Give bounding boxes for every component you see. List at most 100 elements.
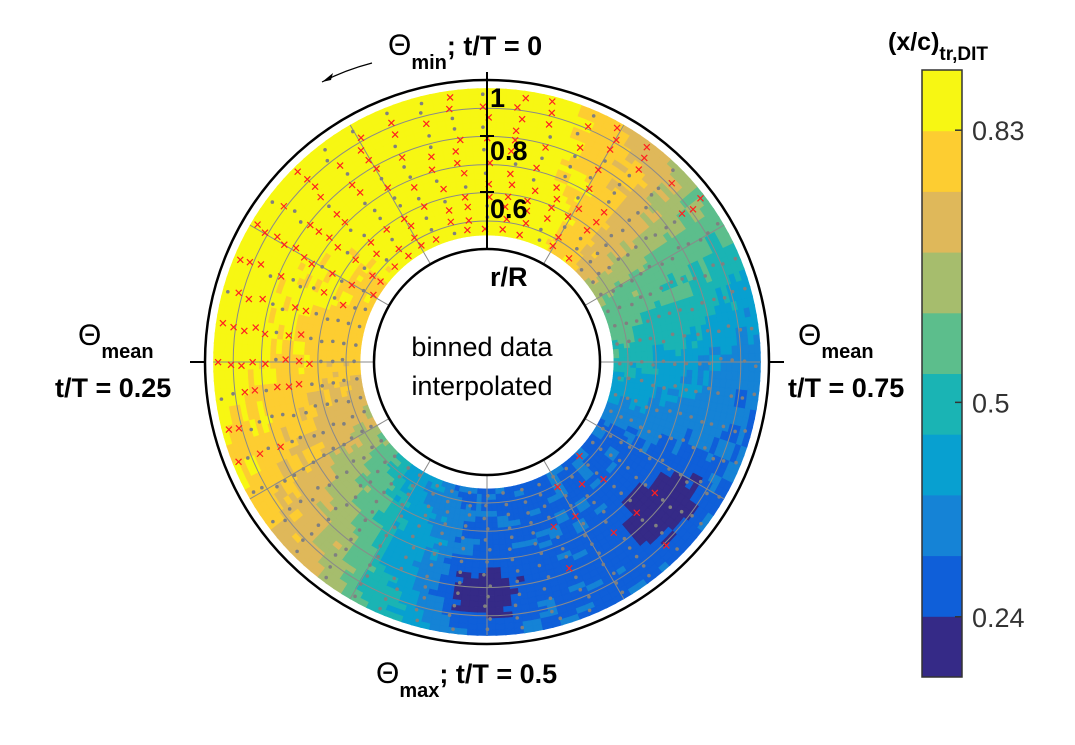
gray-dot-marker (368, 563, 372, 567)
gray-dot-marker (220, 397, 224, 401)
gray-dot-marker (417, 524, 421, 528)
gray-dot-marker (270, 415, 274, 419)
gray-dot-marker (347, 400, 351, 404)
gray-dot-marker (370, 446, 374, 450)
gray-dot-marker (453, 232, 457, 236)
gray-dot-marker (358, 325, 362, 329)
gray-dot-marker (314, 404, 318, 408)
gray-dot-marker (430, 228, 434, 232)
gray-dot-marker (342, 379, 346, 383)
gray-dot-marker (323, 148, 327, 152)
gray-dot-marker (400, 503, 404, 507)
gray-dot-marker (380, 177, 384, 181)
gray-dot-marker (420, 102, 424, 106)
gray-dot-marker (252, 490, 256, 494)
gray-dot-marker (345, 503, 349, 507)
gray-dot-marker (376, 555, 380, 559)
gray-dot-marker (266, 446, 270, 450)
gray-dot-marker (310, 382, 314, 386)
gray-dot-marker (319, 360, 323, 364)
gray-dot-marker (345, 470, 349, 474)
gray-dot-marker (327, 204, 331, 208)
gray-dot-marker (317, 523, 321, 527)
gray-dot-marker (435, 484, 439, 488)
gray-dot-marker (342, 443, 346, 447)
gray-dot-marker (431, 492, 435, 496)
gray-dot-marker (226, 290, 230, 294)
gray-dot-marker (335, 399, 339, 403)
gray-dot-marker (392, 577, 396, 581)
gray-dot-marker (411, 484, 415, 488)
gray-dot-marker (393, 196, 397, 200)
gray-dot-marker (302, 467, 306, 471)
gray-dot-marker (415, 608, 419, 612)
gray-dot-marker (281, 307, 285, 311)
gray-dot-marker (298, 436, 302, 440)
gray-dot-marker (327, 518, 331, 522)
gray-dot-marker (411, 535, 415, 539)
gray-dot-marker (312, 286, 316, 290)
gray-dot-marker (415, 619, 419, 623)
gray-dot-marker (398, 204, 402, 208)
gray-dot-marker (373, 209, 377, 213)
gray-dot-marker (342, 422, 346, 426)
gray-dot-marker (438, 542, 442, 546)
gray-dot-marker (346, 251, 350, 255)
gray-dot-marker (301, 538, 305, 542)
gray-dot-marker (443, 200, 447, 204)
gray-dot-marker (371, 510, 375, 514)
gray-dot-marker (407, 492, 411, 496)
gray-dot-marker (320, 384, 324, 388)
gray-dot-marker (299, 500, 303, 504)
gray-dot-marker (299, 285, 303, 289)
gray-dot-marker (398, 475, 402, 479)
gray-dot-marker (354, 495, 358, 499)
gray-dot-marker (384, 597, 388, 601)
gray-dot-marker (326, 317, 330, 321)
gray-dot-marker (424, 585, 428, 589)
gray-dot-marker (365, 574, 369, 578)
gray-dot-marker (395, 587, 399, 591)
gray-dot-marker (393, 526, 397, 530)
gray-dot-marker (293, 473, 297, 477)
gray-dot-marker (481, 125, 485, 129)
gray-dot-marker (369, 480, 373, 484)
gray-dot-marker (375, 500, 379, 504)
gray-dot-marker (274, 358, 278, 362)
gray-dot-marker (385, 258, 389, 262)
gray-dot-marker (406, 466, 410, 470)
gray-dot-marker (269, 274, 273, 278)
gray-dot-marker (418, 473, 422, 477)
gray-dot-marker (288, 507, 292, 511)
gray-dot-marker (451, 117, 455, 121)
gray-dot-marker (408, 175, 412, 179)
gray-dot-marker (351, 415, 355, 419)
gray-dot-marker (382, 491, 386, 495)
gray-dot-marker (446, 500, 450, 504)
gray-dot-marker (231, 392, 235, 396)
gray-dot-marker (481, 92, 485, 96)
gray-dot-marker (275, 331, 279, 335)
gray-dot-marker (335, 475, 339, 479)
gray-dot-marker (331, 340, 335, 344)
gray-dot-marker (246, 456, 250, 460)
gray-dot-marker (425, 575, 429, 579)
gray-dot-marker (334, 507, 338, 511)
gray-dot-marker (321, 431, 325, 435)
gray-dot-marker (376, 470, 380, 474)
gray-dot-marker (258, 420, 262, 424)
gray-dot-marker (404, 555, 408, 559)
gray-dot-marker (340, 279, 344, 283)
gray-dot-marker (332, 381, 336, 385)
gray-dot-marker (453, 127, 457, 131)
gray-dot-marker (362, 289, 366, 293)
gray-dot-marker (349, 538, 353, 542)
gray-dot-marker (322, 453, 326, 457)
gray-dot-marker (417, 197, 421, 201)
gray-dot-marker (326, 159, 330, 163)
gray-dot-marker (347, 322, 351, 326)
gray-dot-marker (362, 410, 366, 414)
gray-dot-marker (355, 377, 359, 381)
gray-dot-marker (326, 402, 330, 406)
